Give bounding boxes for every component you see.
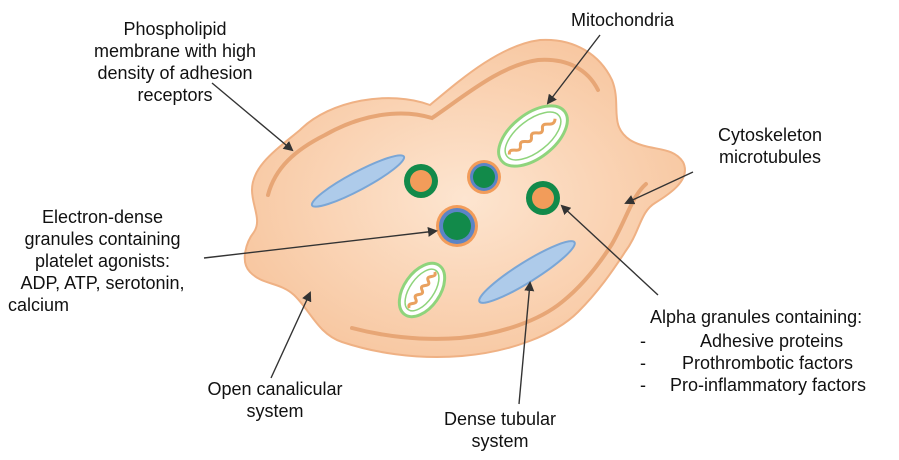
alpha-list-item: -Adhesive proteins [640, 330, 866, 352]
alpha-list-text: Prothrombotic factors [670, 352, 853, 374]
label-dense-tubular-line: Dense tubular [420, 408, 580, 430]
label-open-canalicular-line: Open canalicular [195, 378, 355, 400]
label-mitochondria: Mitochondria [571, 9, 674, 31]
label-cytoskeleton-line: Cytoskeleton [700, 124, 840, 146]
label-membrane-line: Phospholipid [80, 18, 270, 40]
label-mitochondria-line: Mitochondria [571, 9, 674, 31]
alpha-granule-right [526, 181, 560, 215]
label-alpha-title-text: Alpha granules containing: [650, 306, 862, 328]
label-membrane-line: receptors [80, 84, 270, 106]
label-open-canalicular: Open canalicular system [195, 378, 355, 422]
label-dense-granules-line: platelet agonists: [0, 250, 205, 272]
label-dense-granules-line: Electron-dense [0, 206, 205, 228]
label-cytoskeleton: Cytoskeleton microtubules [700, 124, 840, 168]
alpha-list-item: -Prothrombotic factors [640, 352, 866, 374]
label-dense-granules-line: ADP, ATP, serotonin, [0, 272, 205, 294]
label-cytoskeleton-line: microtubules [700, 146, 840, 168]
alpha-list-item: -Pro-inflammatory factors [640, 374, 866, 396]
dense-granule-top [467, 160, 501, 194]
alpha-list-text: Adhesive proteins [670, 330, 843, 352]
alpha-list-dash: - [640, 330, 670, 352]
label-membrane-line: density of adhesion [80, 62, 270, 84]
label-dense-granules-line: calcium [0, 294, 205, 316]
label-open-canalicular-line: system [195, 400, 355, 422]
label-dense-tubular-line: system [420, 430, 580, 452]
platelet-cell-body [245, 40, 685, 357]
label-membrane: Phospholipid membrane with high density … [80, 18, 270, 106]
label-dense-tubular: Dense tubular system [420, 408, 580, 452]
alpha-granule-list: -Adhesive proteins -Prothrombotic factor… [640, 330, 866, 396]
label-dense-granules-line: granules containing [0, 228, 205, 250]
alpha-list-text: Pro-inflammatory factors [670, 374, 866, 396]
alpha-list-dash: - [640, 374, 670, 396]
alpha-list-dash: - [640, 352, 670, 374]
label-membrane-line: membrane with high [80, 40, 270, 62]
label-dense-granules: Electron-dense granules containing plate… [0, 206, 205, 316]
label-alpha-title: Alpha granules containing: [650, 306, 862, 328]
alpha-granule-left [404, 164, 438, 198]
dense-granule-center [436, 205, 478, 247]
arrow-open-canalicular [271, 293, 310, 378]
